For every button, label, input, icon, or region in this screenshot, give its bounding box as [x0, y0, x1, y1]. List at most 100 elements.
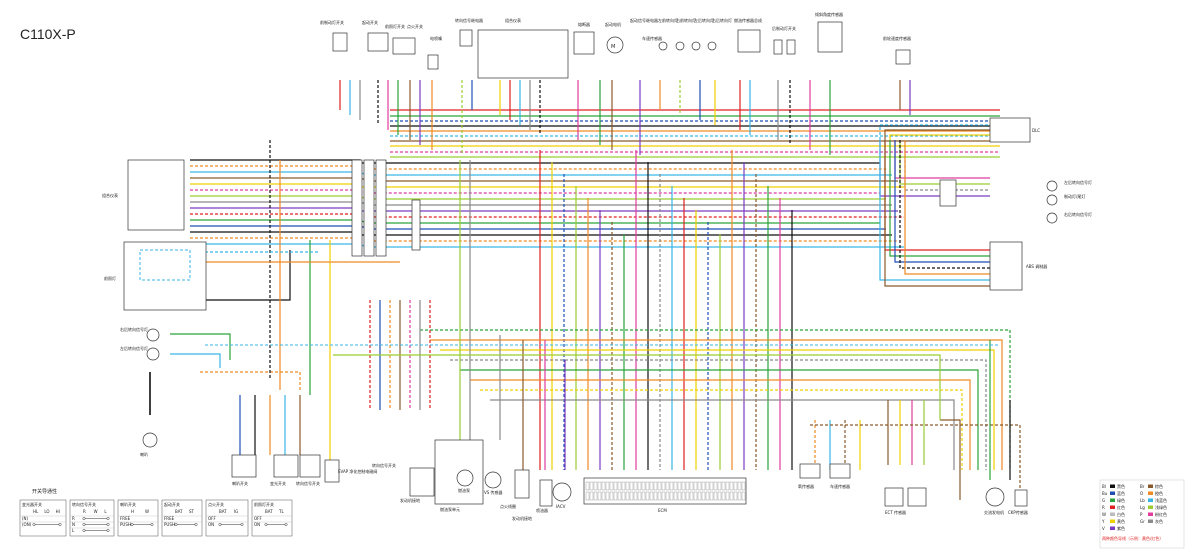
top-component-label: 倾斜角度传感器 [815, 11, 843, 17]
wire [899, 140, 990, 185]
switch-col-header: L [104, 509, 107, 514]
evap-valve [324, 459, 340, 483]
ecm-pin [693, 481, 698, 491]
rear-lamp [1046, 212, 1058, 224]
switch-col-header: IG [234, 509, 238, 514]
wire [879, 124, 990, 140]
wire [190, 171, 892, 176]
color-swatch [1148, 491, 1153, 495]
combination-meter [127, 159, 185, 231]
fuel-pump-unit [434, 439, 484, 505]
turn-signal-bulb [707, 41, 717, 51]
top-connector [817, 21, 843, 53]
ect-sensor-2 [907, 487, 927, 507]
top-component-label: 左前转向灯 [658, 17, 678, 23]
top-connector [427, 54, 439, 70]
switch-legend-title: 开关导通性 [32, 488, 57, 495]
ecm-pin [681, 481, 686, 491]
top-component-label: 起动电机 [605, 21, 621, 27]
color-swatch [1148, 505, 1153, 509]
switch [786, 39, 796, 55]
left-rear-turn-signal [146, 347, 160, 361]
color-code: Bu [1102, 491, 1108, 496]
turn-signal-bulb [658, 41, 668, 51]
ecm-pin [689, 491, 694, 501]
switch-col-header: W [145, 509, 149, 514]
ecm-pin [661, 491, 666, 501]
ecm-pin [709, 481, 714, 491]
bottom-component-label: 氧传感器 [798, 483, 814, 489]
wire [190, 177, 898, 182]
ecm-pin [729, 481, 734, 491]
top-component-label: 起动开关 [362, 19, 378, 25]
wire [460, 369, 979, 470]
color-name: 紫色 [1117, 525, 1125, 531]
switch-table-frame [19, 499, 67, 537]
wire [190, 159, 880, 164]
bottom-component-label: ECM [658, 508, 667, 513]
color-swatch [1148, 498, 1153, 502]
ecm-pin [653, 491, 658, 501]
ecm-pin [673, 491, 678, 501]
ecm-pin [725, 481, 730, 491]
top-component-label: 前轮速度传感器 [883, 35, 911, 41]
continuity-node [58, 523, 62, 526]
turn-signal-bulb [691, 41, 701, 51]
top-component-label: 前照灯开关 [385, 23, 405, 29]
switch-col-header: BAT [175, 509, 183, 514]
switch [773, 39, 783, 55]
ecm-pin [625, 481, 630, 491]
ecm-pin [737, 491, 742, 501]
wire [200, 371, 301, 390]
top-component-label: 点火开关 [407, 23, 423, 29]
ecm-pin [669, 491, 674, 501]
top-component-label: 转向信号继电器 [455, 17, 483, 23]
bottom-component-label: EVAP 净化控制电磁阀 [338, 468, 377, 474]
bottom-component-label: 发动机接地 [400, 497, 420, 503]
top-component-label: 熔断器 [578, 21, 590, 27]
color-code: O [1140, 491, 1143, 496]
wire [430, 339, 1003, 470]
label-layer: M前制动灯开关起动开关前照灯开关点火开关电喷嘴转向信号继电器组合仪表熔断器起动电… [32, 11, 1092, 521]
switch-col-header: LO [44, 509, 49, 514]
color-name: 浅蓝色 [1155, 497, 1167, 503]
color-swatch [1148, 519, 1153, 523]
color-legend-note: 两种颜色导线（示例：黄色/红色） [1102, 535, 1163, 541]
switch-row-label: ON [208, 522, 214, 527]
speed-sensor [829, 463, 851, 479]
switch-col-header: W [94, 509, 98, 514]
ecm-pin [717, 491, 722, 501]
right-component-label: 右后转向信号灯 [1064, 211, 1092, 217]
ecm-pin [729, 491, 734, 501]
switch-row-label: R [72, 516, 75, 521]
ecm-pin [629, 481, 634, 491]
color-legend-entry: V 紫色 [1102, 525, 1125, 531]
ecm-pin [585, 481, 590, 491]
continuity-node [130, 523, 134, 526]
wire [490, 399, 955, 470]
wire [170, 353, 221, 368]
ecm-pin [705, 491, 710, 501]
top-component-label: 前制动灯开关 [320, 19, 344, 25]
ecm-pin [613, 491, 618, 501]
right-component-label: DLC [1032, 128, 1040, 133]
top-component-label: 起动信号继电器 [630, 17, 658, 23]
switch-row-label: (ON) [22, 522, 32, 527]
ecm-pin [617, 481, 622, 491]
ecm-pin [689, 481, 694, 491]
ecm-pin [717, 481, 722, 491]
color-code: V [1102, 526, 1105, 531]
ecm-pin [685, 481, 690, 491]
ecm-pin [653, 481, 658, 491]
ignition-coil [514, 469, 530, 499]
wire [190, 225, 886, 230]
left-component-label: 右后转向信号灯 [120, 326, 148, 332]
switch-row-label: FREE [120, 516, 131, 521]
continuity-node [240, 523, 244, 526]
ecm-pin [685, 491, 690, 501]
